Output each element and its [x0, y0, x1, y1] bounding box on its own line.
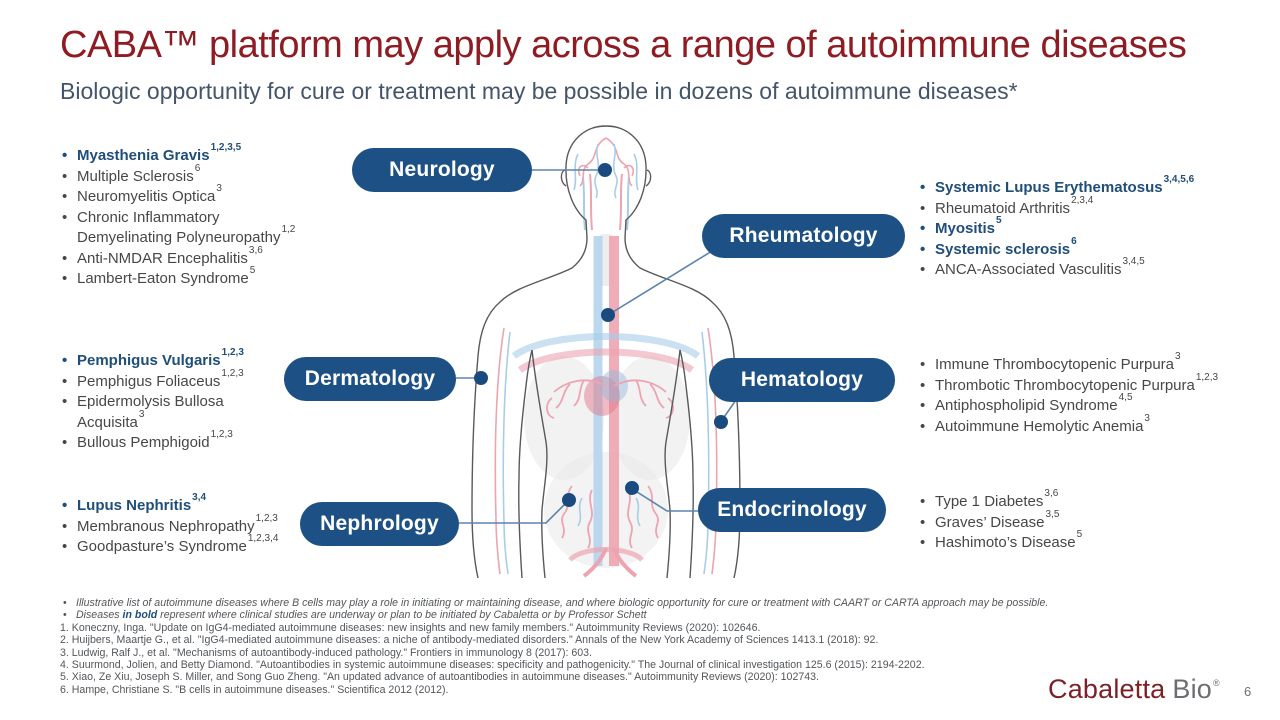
footnote-bullet-2-suffix: represent where clinical studies are und…	[157, 609, 647, 622]
footnote-reference: 5. Xiao, Ze Xiu, Joseph S. Miller, and S…	[60, 671, 819, 684]
human-anatomy-illustration	[471, 125, 741, 578]
disease-item: Myositis5	[918, 216, 1228, 240]
pill-nephrology: Nephrology	[300, 502, 459, 546]
pill-dermatology: Dermatology	[284, 357, 456, 401]
registered-mark-icon: ®	[1213, 678, 1220, 688]
disease-item: Goodpasture’s Syndrome1,2,3,4	[60, 534, 320, 558]
footnote-bullet-2-prefix: Diseases	[76, 609, 123, 622]
disease-item: Bullous Pemphigoid1,2,3	[60, 430, 275, 454]
disease-item: Antiphospholipid Syndrome4,5	[918, 393, 1238, 417]
footnote-reference: 2. Huijbers, Maartje G., et al. "IgG4-me…	[60, 634, 879, 647]
disease-list-nephrology: Lupus Nephritis3,4Membranous Nephropathy…	[60, 493, 320, 558]
disease-list-rheumatology: Systemic Lupus Erythematosus3,4,5,6Rheum…	[918, 175, 1228, 281]
disease-item: Graves’ Disease3,5	[918, 509, 1218, 534]
logo-text-bio: Bio	[1172, 674, 1213, 704]
pill-endocrinology: Endocrinology	[698, 488, 886, 532]
disease-item: Pemphigus Vulgaris1,2,3	[60, 348, 275, 372]
disease-list-dermatology: Pemphigus Vulgaris1,2,3Pemphigus Foliace…	[60, 348, 275, 454]
page-subtitle: Biologic opportunity for cure or treatme…	[60, 78, 1018, 104]
footnote-references: 1. Koneczny, Inga. "Update on IgG4-media…	[60, 622, 1235, 696]
disease-item: Anti-NMDAR Encephalitis3,6	[60, 245, 310, 270]
pill-rheumatology: Rheumatology	[702, 214, 905, 258]
footnotes: Illustrative list of autoimmune diseases…	[60, 597, 1235, 696]
disease-item: Myasthenia Gravis1,2,3,5	[60, 143, 310, 167]
footnote-bullet-2-bold: in bold	[122, 609, 158, 622]
disease-item: Pemphigus Foliaceus1,2,3	[60, 368, 275, 393]
disease-list-neurology: Myasthenia Gravis1,2,3,5Multiple Scleros…	[60, 143, 310, 290]
logo-text-cabaletta: Cabaletta	[1048, 674, 1166, 704]
disease-item: Hashimoto’s Disease5	[918, 530, 1218, 554]
disease-item: Epidermolysis Bullosa Acquisita3	[60, 392, 275, 433]
footnote-bullet-2: Diseases in bold represent where clinica…	[60, 609, 1235, 622]
disease-item: Multiple Sclerosis6	[60, 163, 310, 188]
disease-item: Lambert-Eaton Syndrome5	[60, 266, 310, 290]
disease-item: Systemic Lupus Erythematosus3,4,5,6	[918, 175, 1228, 199]
page-title: CABA™ platform may apply across a range …	[60, 24, 1187, 66]
disease-item: Type 1 Diabetes3,6	[918, 489, 1218, 513]
footnote-bullet-1: Illustrative list of autoimmune diseases…	[60, 597, 1235, 610]
disease-item: Chronic Inflammatory Demyelinating Polyn…	[60, 208, 310, 249]
disease-item: Immune Thrombocytopenic Purpura3	[918, 352, 1238, 376]
disease-list-hematology: Immune Thrombocytopenic Purpura3Thrombot…	[918, 352, 1238, 438]
disease-item: Thrombotic Thrombocytopenic Purpura1,2,3	[918, 372, 1238, 397]
footnote-reference: 4. Suurmond, Jolien, and Betty Diamond. …	[60, 659, 925, 672]
disease-item: Systemic sclerosis6	[918, 236, 1228, 261]
disease-item: Membranous Nephropathy1,2,3	[60, 513, 320, 538]
pill-neurology: Neurology	[352, 148, 532, 192]
disease-item: Neuromyelitis Optica3	[60, 184, 310, 208]
disease-item: Rheumatoid Arthritis2,3,4	[918, 195, 1228, 220]
disease-item: Lupus Nephritis3,4	[60, 493, 320, 517]
footnote-reference: 6. Hampe, Christiane S. "B cells in auto…	[60, 683, 449, 696]
footnote-reference: 3. Ludwig, Ralf J., et al. "Mechanisms o…	[60, 646, 592, 659]
disease-list-endocrinology: Type 1 Diabetes3,6Graves’ Disease3,5Hash…	[918, 489, 1218, 554]
disease-item: ANCA-Associated Vasculitis3,4,5	[918, 257, 1228, 281]
page-number: 6	[1244, 684, 1252, 699]
pill-hematology: Hematology	[709, 358, 895, 402]
disease-item: Autoimmune Hemolytic Anemia3	[918, 413, 1238, 438]
footnote-bullet-1-text: Illustrative list of autoimmune diseases…	[76, 597, 1049, 609]
footnote-reference: 1. Koneczny, Inga. "Update on IgG4-media…	[60, 621, 761, 634]
